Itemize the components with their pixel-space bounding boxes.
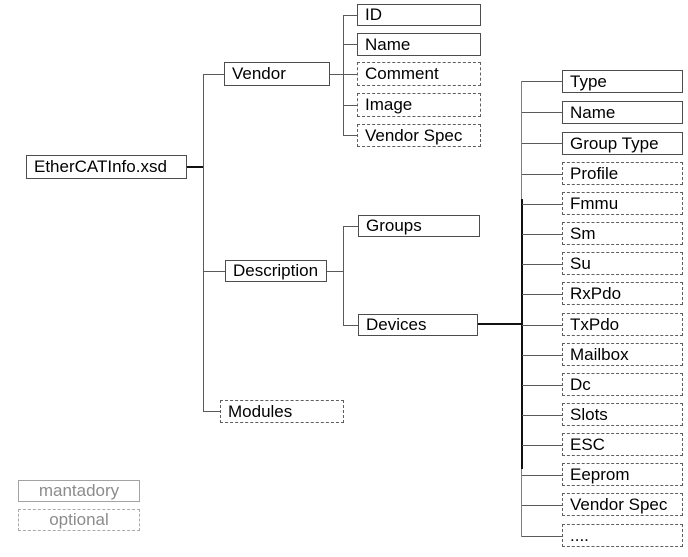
connector-devvendorspec-stub bbox=[522, 505, 562, 506]
node-device-profile: Profile bbox=[562, 162, 683, 185]
node-description: Description bbox=[225, 260, 327, 282]
connector-left-trunk bbox=[203, 74, 204, 412]
node-device-slots: Slots bbox=[562, 403, 683, 426]
node-vendor-vendor-spec: Vendor Spec bbox=[357, 124, 481, 147]
connector-txpdo-stub bbox=[522, 325, 562, 326]
node-device-vendor-spec: Vendor Spec bbox=[562, 493, 683, 516]
node-device-dc: Dc bbox=[562, 373, 683, 396]
legend-optional-box: optional bbox=[18, 509, 140, 531]
node-device-eeprom: Eeprom bbox=[562, 463, 683, 486]
node-device-sm: Sm bbox=[562, 222, 683, 245]
connector-vendor-right-stub bbox=[329, 74, 344, 75]
connector-vendorspec-stub bbox=[343, 135, 357, 136]
node-vendor-id: ID bbox=[357, 4, 481, 26]
connector-devices-children-trunk-top bbox=[521, 81, 522, 199]
node-vendor-name: Name bbox=[357, 33, 481, 56]
connector-modules-stub bbox=[203, 411, 220, 412]
node-device-group-type: Group Type bbox=[562, 132, 683, 155]
connector-image-stub bbox=[343, 105, 357, 106]
node-device-more: .... bbox=[562, 524, 683, 547]
connector-rxpdo-stub bbox=[522, 294, 562, 295]
connector-devices-children-trunk-mid bbox=[521, 199, 523, 469]
connector-description-right-stub bbox=[327, 271, 344, 272]
connector-id-stub bbox=[343, 15, 357, 16]
node-vendor: Vendor bbox=[224, 62, 330, 86]
node-device-fmmu: Fmmu bbox=[562, 192, 683, 215]
node-vendor-image: Image bbox=[357, 93, 481, 117]
node-groups: Groups bbox=[358, 215, 480, 237]
node-device-mailbox: Mailbox bbox=[562, 343, 683, 366]
connector-eeprom-stub bbox=[522, 475, 562, 476]
connector-slots-stub bbox=[522, 415, 562, 416]
connector-devname-stub bbox=[522, 112, 562, 113]
connector-dc-stub bbox=[522, 385, 562, 386]
connector-comment-stub bbox=[343, 74, 357, 75]
node-modules: Modules bbox=[220, 400, 344, 423]
node-device-type: Type bbox=[562, 70, 683, 93]
connector-vendor-stub bbox=[203, 74, 224, 75]
connector-description-stub bbox=[203, 271, 225, 272]
connector-grouptype-stub bbox=[522, 143, 562, 144]
connector-devices-right-stub bbox=[478, 323, 522, 325]
node-vendor-comment: Comment bbox=[357, 62, 481, 86]
connector-groups-stub bbox=[343, 226, 358, 227]
node-root-ethercatinfo-xsd: EtherCATInfo.xsd bbox=[26, 155, 187, 179]
connector-vendor-children-trunk bbox=[343, 15, 344, 136]
connector-name-stub bbox=[343, 44, 357, 45]
connector-sm-stub bbox=[522, 234, 562, 235]
connector-type-stub bbox=[522, 81, 562, 82]
node-device-name: Name bbox=[562, 101, 683, 124]
connector-more-stub bbox=[522, 536, 562, 537]
node-device-txpdo: TxPdo bbox=[562, 313, 683, 336]
connector-mailbox-stub bbox=[522, 355, 562, 356]
connector-devices-children-trunk-bottom bbox=[521, 469, 522, 537]
connector-profile-stub bbox=[522, 174, 562, 175]
connector-su-stub bbox=[522, 264, 562, 265]
connector-description-children-trunk bbox=[343, 226, 344, 326]
node-device-esc: ESC bbox=[562, 433, 683, 456]
connector-root-stub bbox=[186, 166, 203, 168]
connector-devices-stub bbox=[343, 325, 358, 326]
node-devices: Devices bbox=[358, 314, 478, 336]
node-device-rxpdo: RxPdo bbox=[562, 282, 683, 305]
legend-mandatory-box: mantadory bbox=[18, 480, 140, 502]
connector-fmmu-stub bbox=[522, 204, 562, 205]
connector-esc-stub bbox=[522, 445, 562, 446]
node-device-su: Su bbox=[562, 252, 683, 275]
